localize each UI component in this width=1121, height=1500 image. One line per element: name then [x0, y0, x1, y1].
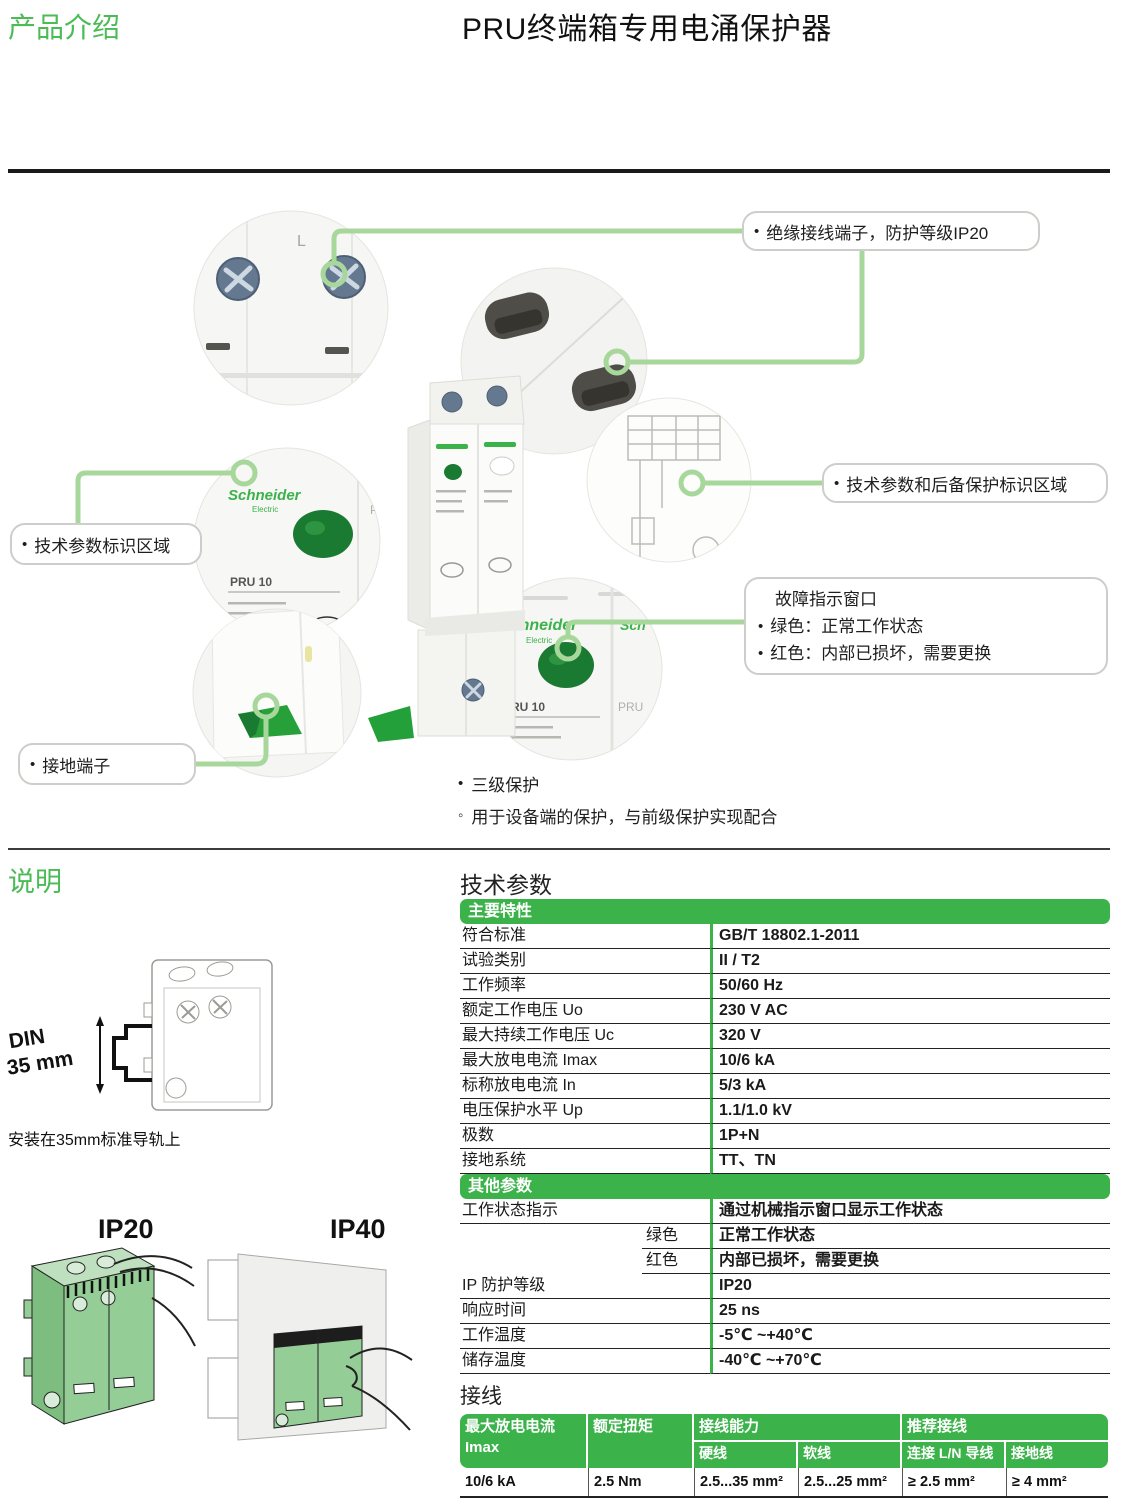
- callout-connectors: [75, 228, 865, 767]
- bullet-icon: •: [22, 535, 28, 553]
- divider-thick: [8, 169, 1110, 173]
- photo-terminal-screws: L: [193, 210, 389, 406]
- feature-three-level-protection: • 三级保护: [458, 775, 540, 795]
- table-row: 红色内部已损坏，需要更换: [460, 1249, 1110, 1274]
- ip20-label: IP20: [98, 1214, 154, 1244]
- ip20-illustration: [23, 1247, 196, 1425]
- bullet-icon: •: [758, 617, 764, 635]
- wiring-data-row: 10/6 kA 2.5 Nm 2.5...35 mm² 2.5...25 mm²…: [460, 1468, 1108, 1498]
- wiring-table-title: 接线: [460, 1385, 502, 1408]
- photo-label-area: Schneider Electric PRU 10 CBC PRU: [193, 447, 395, 635]
- bullet-icon: •: [834, 474, 840, 492]
- ip40-illustration: [207, 1253, 413, 1441]
- callout-ground-terminal: • 接地端子: [18, 743, 196, 785]
- table-row: 储存温度-40℃ ~+70℃: [460, 1349, 1110, 1374]
- header-flexible-wire: 软线: [798, 1442, 900, 1468]
- bullet-icon: •: [458, 775, 464, 792]
- header-ln-wire: 连接 L/N 导线: [902, 1442, 1004, 1468]
- svg-text:PRU: PRU: [370, 503, 395, 517]
- header-ground-wire: 接地线: [1006, 1442, 1108, 1468]
- fault-red-status: • 红色：内部已损坏，需要更换: [758, 640, 1094, 667]
- din-rail-illustration: DIN 35 mm: [5, 959, 273, 1111]
- svg-text:L: L: [297, 233, 306, 250]
- section-label-product-intro: 产品介绍: [8, 12, 121, 43]
- tech-section-other: 其他参数: [460, 1174, 1110, 1199]
- header-rigid-wire: 硬线: [694, 1442, 796, 1468]
- table-row: 工作温度-5℃ ~+40℃: [460, 1324, 1110, 1349]
- svg-text:Schneider: Schneider: [228, 487, 302, 504]
- callout-tech-backup-area: • 技术参数和后备保护标识区域: [822, 463, 1108, 503]
- svg-text:DIN: DIN: [7, 1025, 46, 1053]
- header-torque: 额定扭矩: [588, 1414, 692, 1468]
- fault-window-title: 故障指示窗口: [775, 590, 877, 609]
- callout-insulated-terminal: • 绝缘接线端子，防护等级IP20: [742, 211, 1040, 251]
- svg-text:PRU: PRU: [618, 700, 643, 714]
- photo-ground-terminal: [192, 608, 362, 778]
- table-row: 工作状态指示通过机械指示窗口显示工作状态: [460, 1199, 1110, 1224]
- tech-table-title: 技术参数: [460, 872, 552, 898]
- section-label-description: 说明: [8, 867, 62, 897]
- bullet-icon: •: [30, 755, 36, 773]
- header-group-recommend: 推荐接线 连接 L/N 导线 接地线: [902, 1414, 1108, 1468]
- callout-fault-window: 故障指示窗口 • 绿色：正常工作状态 • 红色：内部已损坏，需要更换: [744, 577, 1108, 675]
- fault-green-status: • 绿色：正常工作状态: [758, 613, 1094, 640]
- din-caption: 安装在35mm标准导轨上: [8, 1132, 181, 1149]
- ip40-label: IP40: [330, 1214, 386, 1244]
- table-row: 绿色正常工作状态: [460, 1224, 1110, 1249]
- svg-text:Electric: Electric: [526, 636, 552, 645]
- product-photo-collage: L: [75, 210, 865, 778]
- wiring-table: 最大放电电流 Imax 额定扭矩 接线能力 硬线 软线 推荐接线 连接 L/N …: [460, 1414, 1108, 1498]
- bullet-icon: •: [754, 222, 760, 240]
- callout-tech-label-area: • 技术参数标识区域: [10, 523, 202, 565]
- svg-text:Electric: Electric: [252, 505, 278, 514]
- page-title: PRU终端箱专用电涌保护器: [462, 13, 832, 46]
- divider-thin: [8, 848, 1110, 850]
- wiring-table-header: 最大放电电流 Imax 额定扭矩 接线能力 硬线 软线 推荐接线 连接 L/N …: [460, 1414, 1108, 1468]
- header-imax: 最大放电电流 Imax: [460, 1414, 586, 1468]
- svg-text:Sch: Sch: [620, 617, 646, 633]
- header-group-capacity: 接线能力 硬线 软线: [694, 1414, 900, 1468]
- bullet-icon: ◦: [458, 807, 464, 824]
- svg-text:PRU 10: PRU 10: [230, 575, 272, 589]
- feature-equipment-protection: ◦ 用于设备端的保护，与前级保护实现配合: [458, 807, 778, 827]
- tech-section-main: 主要特性: [460, 899, 1110, 924]
- photo-wiring-diagram-area: [586, 397, 752, 563]
- photo-device-center: [368, 375, 525, 742]
- bullet-icon: •: [758, 644, 764, 662]
